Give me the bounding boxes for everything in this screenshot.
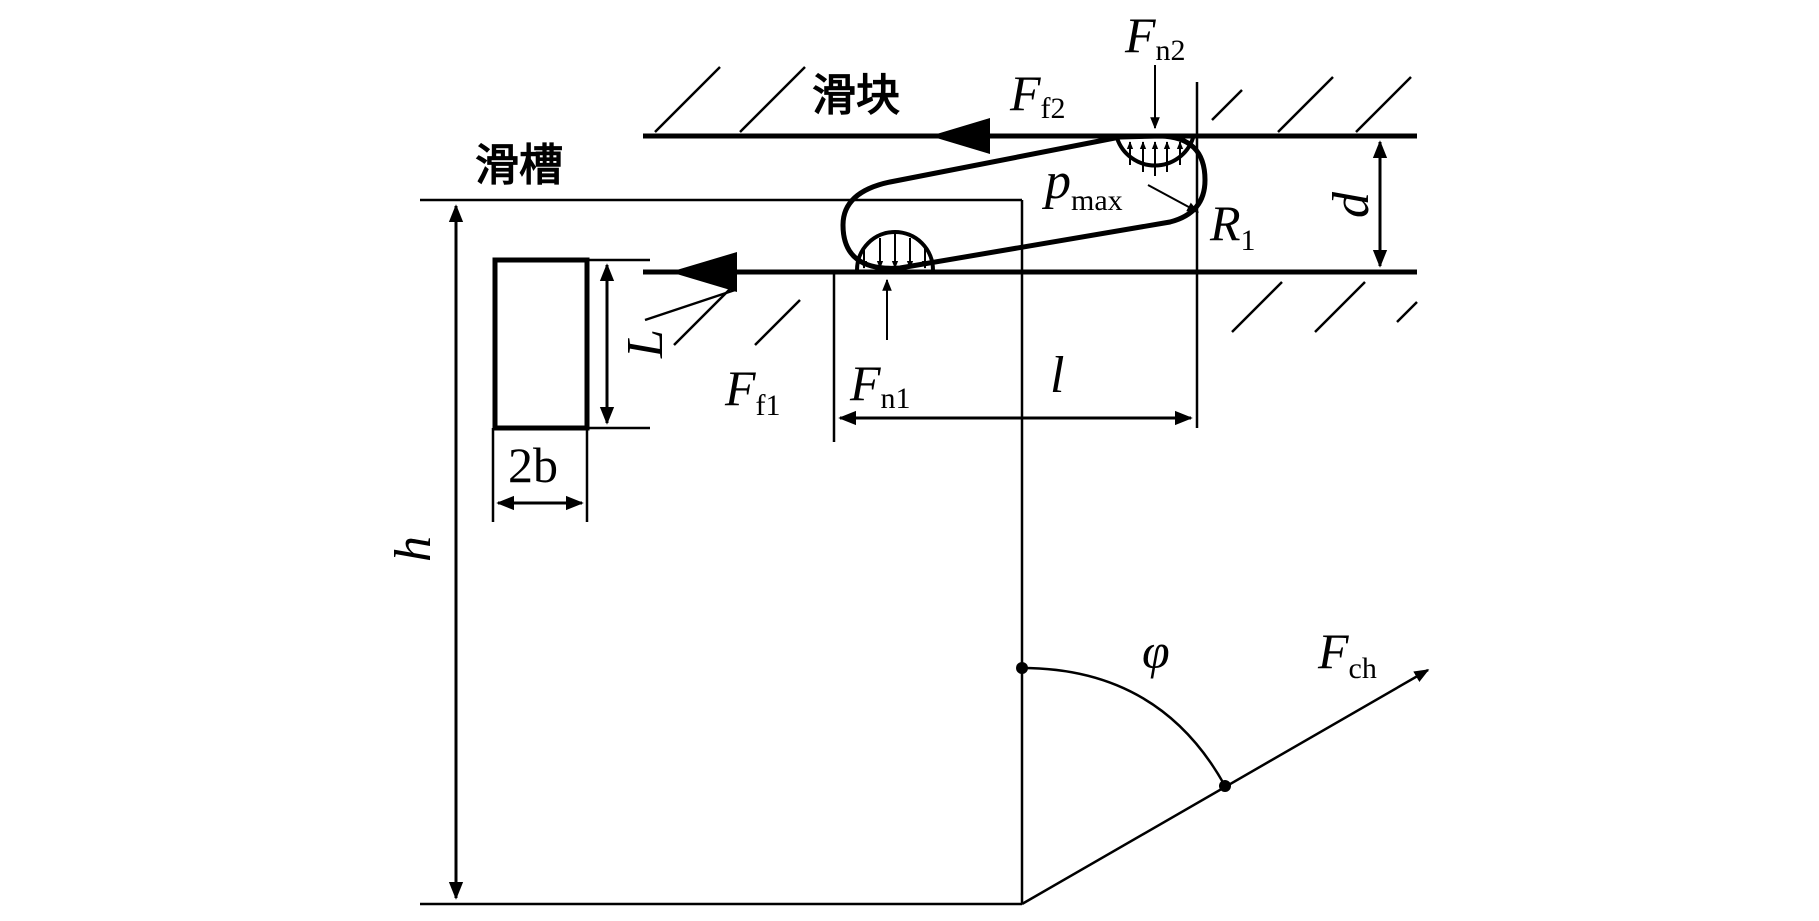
frame [420,198,1024,906]
label-slider: 滑块 [812,70,900,121]
label-pmax: pmax [1041,153,1123,217]
phi-dot-top [1016,662,1028,674]
label-ff1: Ff1 [724,360,781,422]
slider-body [840,133,1208,271]
label-slot: 滑槽 [475,140,563,191]
label-fch: Fch [1317,623,1377,685]
phi-dot-bottom [1219,780,1231,792]
L-extension-lines [588,258,650,430]
label-fn2: Fn2 [1124,7,1186,67]
label-L: L [617,329,674,359]
label-l: l [1050,347,1064,404]
label-r1: R1 [1209,195,1256,257]
friction-arrow-ff1 [670,252,737,292]
label-d: d [1323,191,1380,218]
pmax-arrow [1147,184,1200,213]
2b-extension-lines [491,428,589,522]
label-phi: φ [1142,623,1170,679]
label-fn1: Fn1 [849,355,911,415]
friction-arrow-ff2 [930,118,990,154]
pressure-distribution-bottom [855,230,935,271]
slot-lower-hatching [644,281,1418,346]
slot-upper-hatching [654,66,1412,133]
label-2b: 2b [508,437,558,493]
phi-arc [1021,666,1227,787]
label-h: h [385,536,442,562]
cross-section-rect [492,257,590,431]
label-ff2: Ff2 [1009,65,1066,125]
pressure-distribution-top [1115,137,1195,176]
